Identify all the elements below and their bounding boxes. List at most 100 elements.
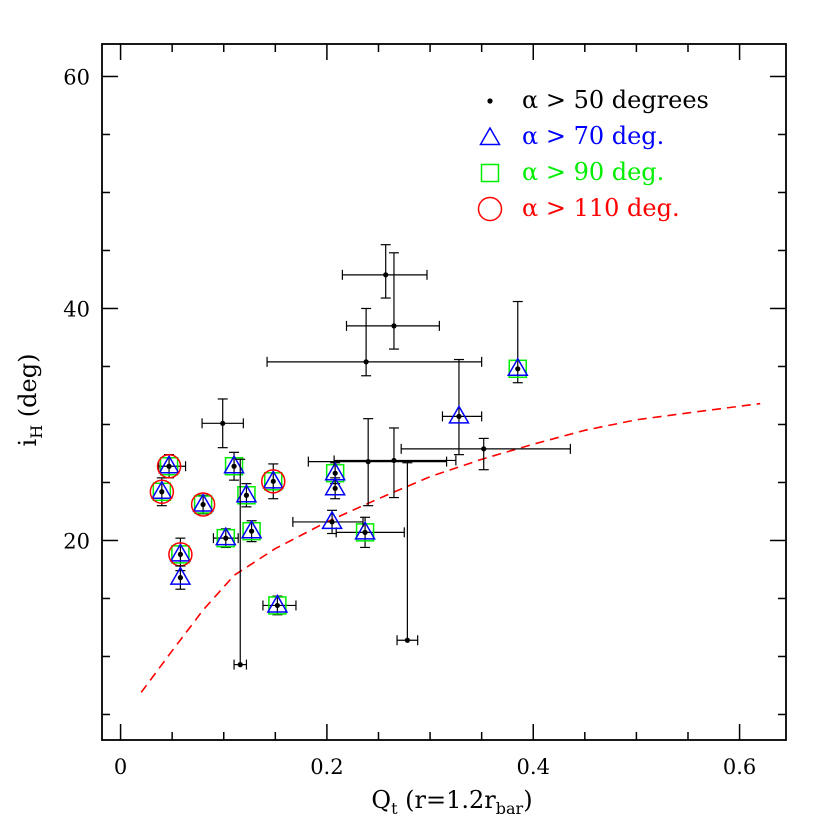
data-point <box>292 509 364 535</box>
data-point <box>441 358 483 456</box>
plot-frame <box>101 43 787 741</box>
triangle-marker <box>262 469 285 489</box>
data-point <box>506 300 529 384</box>
dot-marker <box>237 662 243 668</box>
triangle-marker <box>506 357 529 377</box>
y-label-space <box>14 417 42 425</box>
dashed-model-curve <box>140 402 761 693</box>
data-point <box>400 437 571 471</box>
model-curve-group <box>140 402 761 693</box>
data-point <box>169 565 192 590</box>
circle-marker <box>477 196 503 222</box>
legend-label: α > 70 deg. <box>522 122 664 150</box>
data-point <box>341 244 428 299</box>
data-point <box>223 451 245 481</box>
triangle-marker <box>266 593 289 613</box>
y-tick-label: 20 <box>63 529 90 553</box>
x-tick-label: 0.2 <box>310 755 343 779</box>
dot-marker <box>166 463 172 469</box>
x-axis-label: Qt (r=1.2rbar) <box>371 786 532 818</box>
dot-marker <box>177 551 184 558</box>
dot-marker <box>515 366 521 372</box>
x-tick-label: 0.4 <box>517 755 550 779</box>
y-label-rest: (deg) <box>14 354 42 418</box>
circle-marker <box>190 492 216 517</box>
data-point <box>156 453 187 479</box>
data-point <box>201 398 244 449</box>
legend-item: α > 110 deg. <box>477 194 680 222</box>
triangle-marker <box>448 404 470 424</box>
x-label-paren: (r=1.2r <box>405 786 496 814</box>
data-point <box>149 477 175 507</box>
axis-ticks-group <box>102 44 786 740</box>
dot-marker <box>332 470 338 476</box>
x-label-sub: t <box>391 799 398 818</box>
dot-marker <box>223 535 229 541</box>
triangle-marker <box>151 480 173 500</box>
data-point <box>396 462 419 646</box>
data-point <box>190 492 216 517</box>
x-label-close: ) <box>523 786 532 814</box>
dot-marker <box>231 463 237 469</box>
triangle-marker <box>324 476 346 496</box>
triangle-marker <box>223 454 245 474</box>
triangle-marker <box>479 126 501 146</box>
data-point <box>212 526 239 549</box>
dot-marker <box>362 529 368 535</box>
circle-marker <box>149 479 175 505</box>
data-point <box>240 519 263 543</box>
legend-item: α > 50 degrees <box>487 86 709 114</box>
dot-marker <box>270 478 276 484</box>
data-point <box>235 483 258 508</box>
y-axis-label: iH (deg) <box>14 354 46 447</box>
data-point <box>345 252 440 350</box>
dot-marker <box>365 459 371 465</box>
legend-label: α > 90 deg. <box>522 158 664 186</box>
dot-marker <box>391 323 397 329</box>
dot-marker <box>243 492 250 498</box>
x-label-paren-sub: bar <box>496 799 524 818</box>
data-point <box>233 458 248 670</box>
data-point <box>333 427 457 499</box>
dot-marker <box>329 519 335 525</box>
dot-marker <box>200 501 206 508</box>
circle-marker <box>261 469 286 494</box>
x-label-space <box>398 786 406 814</box>
legend-label: α > 50 degrees <box>522 86 709 114</box>
legend-label: α > 110 deg. <box>522 194 680 222</box>
data-point <box>261 463 286 500</box>
data-point <box>335 516 405 549</box>
dot-marker <box>481 446 487 452</box>
dot-marker <box>456 413 462 419</box>
dot-marker <box>248 528 255 534</box>
x-tick-label: 0.6 <box>723 755 756 779</box>
dot-marker <box>177 575 184 581</box>
dot-marker <box>391 457 397 464</box>
dot-marker <box>487 98 493 104</box>
triangle-marker <box>169 542 192 562</box>
y-tick-label: 60 <box>63 65 90 89</box>
dot-marker <box>363 359 369 365</box>
triangle-marker <box>158 454 180 474</box>
triangle-marker <box>215 526 237 546</box>
y-label-main: i <box>14 438 42 446</box>
dot-marker <box>383 272 389 278</box>
dot-marker <box>332 485 338 491</box>
triangle-marker <box>235 483 258 503</box>
data-point <box>262 593 297 616</box>
legend: α > 50 degrees α > 70 deg. α > 90 deg. α > … <box>477 86 709 222</box>
triangle-marker <box>321 510 343 530</box>
data-points-group <box>149 244 571 670</box>
data-point <box>324 476 346 500</box>
triangle-marker <box>192 493 214 512</box>
legend-item: α > 90 deg. <box>480 158 664 186</box>
dot-marker <box>274 602 280 609</box>
y-label-sub: H <box>27 425 46 439</box>
dot-marker <box>404 637 410 643</box>
dot-marker <box>159 489 165 495</box>
dot-marker <box>220 420 226 426</box>
y-tick-label: 40 <box>63 297 90 321</box>
triangle-marker <box>240 519 263 539</box>
circle-marker <box>156 453 182 479</box>
